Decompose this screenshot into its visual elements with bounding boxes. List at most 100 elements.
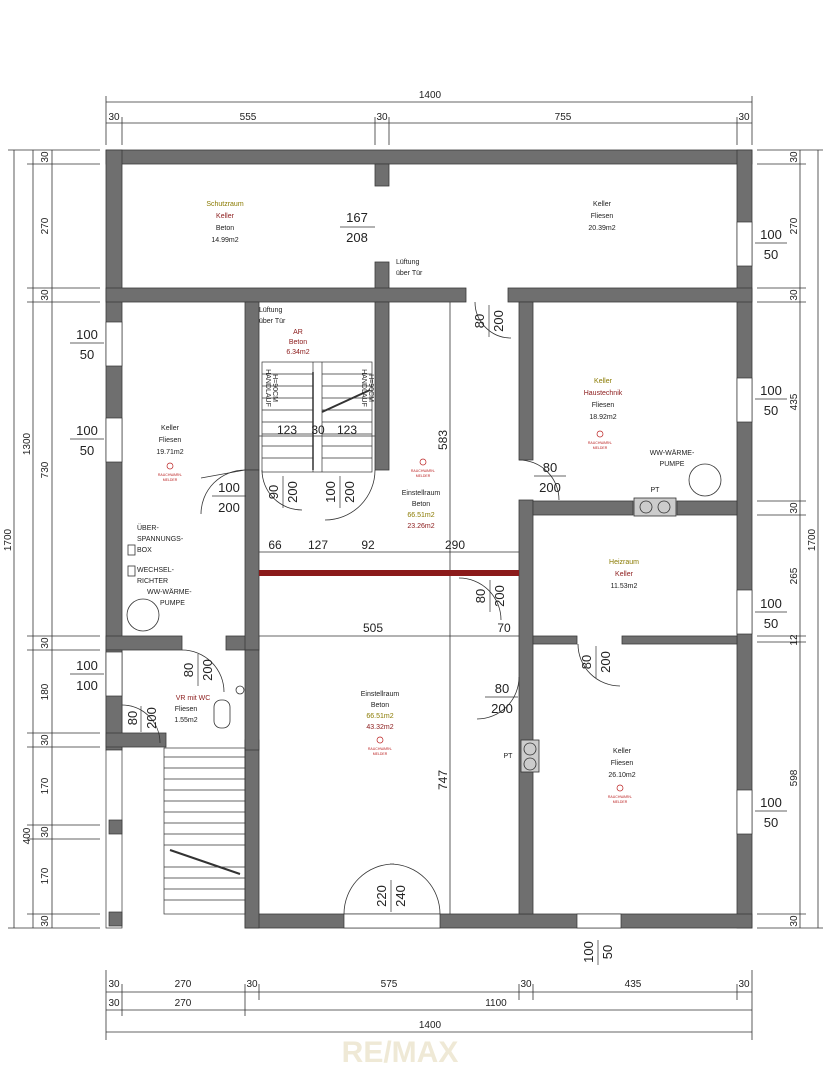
window-50: 50 [600, 945, 615, 959]
room-wc-name: VR mit WC [176, 695, 211, 702]
dim-bottom-seg: 575 [381, 979, 398, 990]
window-100: 100 [76, 423, 98, 438]
entrance-stairs [105, 747, 246, 929]
ueberspannung-label: BOX [137, 547, 152, 554]
pt-label: PT [651, 487, 661, 494]
room-keller-br-area: 26.10m2 [608, 772, 635, 779]
room-keller-br-floor: Fliesen [611, 760, 634, 767]
dim-bottom-seg: 270 [175, 979, 192, 990]
door-90: 90 [266, 485, 281, 499]
handlauf-label: HANDLAUF [360, 369, 367, 407]
door-100: 100 [218, 480, 240, 495]
room-keller-left-name: Keller [161, 425, 180, 432]
door-200: 200 [144, 707, 159, 729]
room-haustechnik-name: Keller [594, 378, 613, 385]
dim-right-seg: 30 [789, 289, 800, 301]
handlauf-label: HANDLAUF [264, 369, 271, 407]
smoke-detector-icon: RAUCHWARN- MELDER [588, 430, 613, 450]
room-haustechnik-floor: Fliesen [592, 402, 615, 409]
dim-left-seg: 170 [40, 777, 51, 794]
room-keller-top-floor: Fliesen [591, 213, 614, 220]
dim-left-seg: 30 [40, 734, 51, 746]
dim-left-seg: 30 [40, 915, 51, 927]
room-keller-left-floor: Fliesen [159, 437, 182, 444]
room-ar-name: AR [293, 329, 303, 336]
dim-top-seg: 30 [108, 112, 120, 123]
window-50: 50 [80, 443, 94, 458]
equipment [126, 463, 722, 773]
window-100: 100 [76, 658, 98, 673]
door-80: 80 [125, 711, 140, 725]
door-200: 200 [491, 701, 513, 716]
svg-text:MELDER: MELDER [373, 752, 388, 756]
dim-left-seg: 730 [40, 461, 51, 478]
dim-top-seg: 30 [738, 112, 750, 123]
window-50: 50 [764, 616, 778, 631]
dim-bottom-row2: 270 [175, 998, 192, 1009]
dim-right-seg: 30 [789, 502, 800, 514]
opening-167: 167 [346, 210, 368, 225]
door-80: 80 [472, 314, 487, 328]
dim-top-seg: 30 [376, 112, 388, 123]
door-200: 200 [285, 481, 300, 503]
wechselrichter-label: WECHSEL- [137, 567, 175, 574]
dim-left-seg: 170 [40, 867, 51, 884]
room-haustechnik-sub: Haustechnik [584, 390, 623, 397]
ueber-tuer-label: über Tür [396, 270, 423, 277]
room-keller-top-name: Keller [593, 201, 612, 208]
dim-top-seg: 755 [555, 112, 572, 123]
dim-right-seg: 598 [789, 769, 800, 786]
ueberspannung-label: SPANNUNGS- [137, 536, 184, 543]
smoke-detector-icon: RAUCHWARN- MELDER [411, 458, 436, 478]
dim-top-seg: 555 [240, 112, 257, 123]
dim-right-seg: 12 [789, 634, 800, 646]
svg-text:RAUCHWARN-: RAUCHWARN- [588, 441, 613, 445]
handlauf-h-label: H=90CM [271, 374, 278, 402]
lueftung-label: Lüftung [259, 307, 282, 314]
window-100: 100 [760, 383, 782, 398]
lueftung-label: Lüftung [396, 259, 419, 266]
dim-inner: 583 [436, 430, 450, 450]
room-schutzraum-name: Schutzraum [206, 201, 244, 208]
dim-inner: 505 [363, 621, 383, 635]
ww-pumpe-label: WW-WÄRME- [147, 588, 192, 596]
ueberspannung-label: ÜBER- [137, 524, 159, 532]
dim-left-seg: 270 [40, 217, 51, 234]
door-220: 220 [374, 885, 389, 907]
dim-inner: 747 [436, 770, 450, 790]
svg-text:RAUCHWARN-: RAUCHWARN- [368, 747, 393, 751]
room-einstellraum-upper-floor: Beton [412, 501, 430, 508]
svg-text:MELDER: MELDER [163, 478, 178, 482]
dim-right-total: 1700 [807, 528, 818, 551]
dim-inner: 123 [277, 423, 297, 437]
dim-left-seg: 30 [40, 151, 51, 163]
door-80: 80 [473, 589, 488, 603]
door-80: 80 [579, 655, 594, 669]
ww-pumpe-label: PUMPE [160, 600, 185, 607]
dim-bottom-row2: 30 [108, 998, 120, 1009]
dim-bottom-total: 1400 [419, 1020, 442, 1031]
dim-left-seg: 30 [40, 637, 51, 649]
room-heizraum-sub: Keller [615, 571, 634, 578]
room-ar-floor: Beton [289, 339, 307, 346]
smoke-detector-icon: RAUCHWARN- MELDER [608, 784, 633, 804]
door-80: 80 [181, 663, 196, 677]
room-keller-br-name: Keller [613, 748, 632, 755]
dim-inner: 70 [497, 621, 511, 635]
door-swings [121, 301, 621, 915]
svg-text:MELDER: MELDER [593, 446, 608, 450]
room-haustechnik-area: 18.92m2 [589, 414, 616, 421]
dim-bottom-row2: 1100 [485, 998, 507, 1009]
smoke-detector-icon: RAUCHWARN- MELDER [368, 736, 393, 756]
room-einstellraum-lower-area2: 43.32m2 [366, 724, 393, 731]
wechselrichter-label: RICHTER [137, 578, 168, 585]
dim-inner: 290 [445, 538, 465, 552]
window-100: 100 [760, 227, 782, 242]
dim-right-seg: 265 [789, 567, 800, 584]
room-schutzraum-area: 14.99m2 [211, 237, 238, 244]
door-200: 200 [342, 481, 357, 503]
svg-text:RAUCHWARN-: RAUCHWARN- [158, 473, 183, 477]
dim-right-seg: 270 [789, 217, 800, 234]
smoke-detectors: RAUCHWARN- MELDER RAUCHWARN- MELDER RAUC… [158, 430, 633, 804]
